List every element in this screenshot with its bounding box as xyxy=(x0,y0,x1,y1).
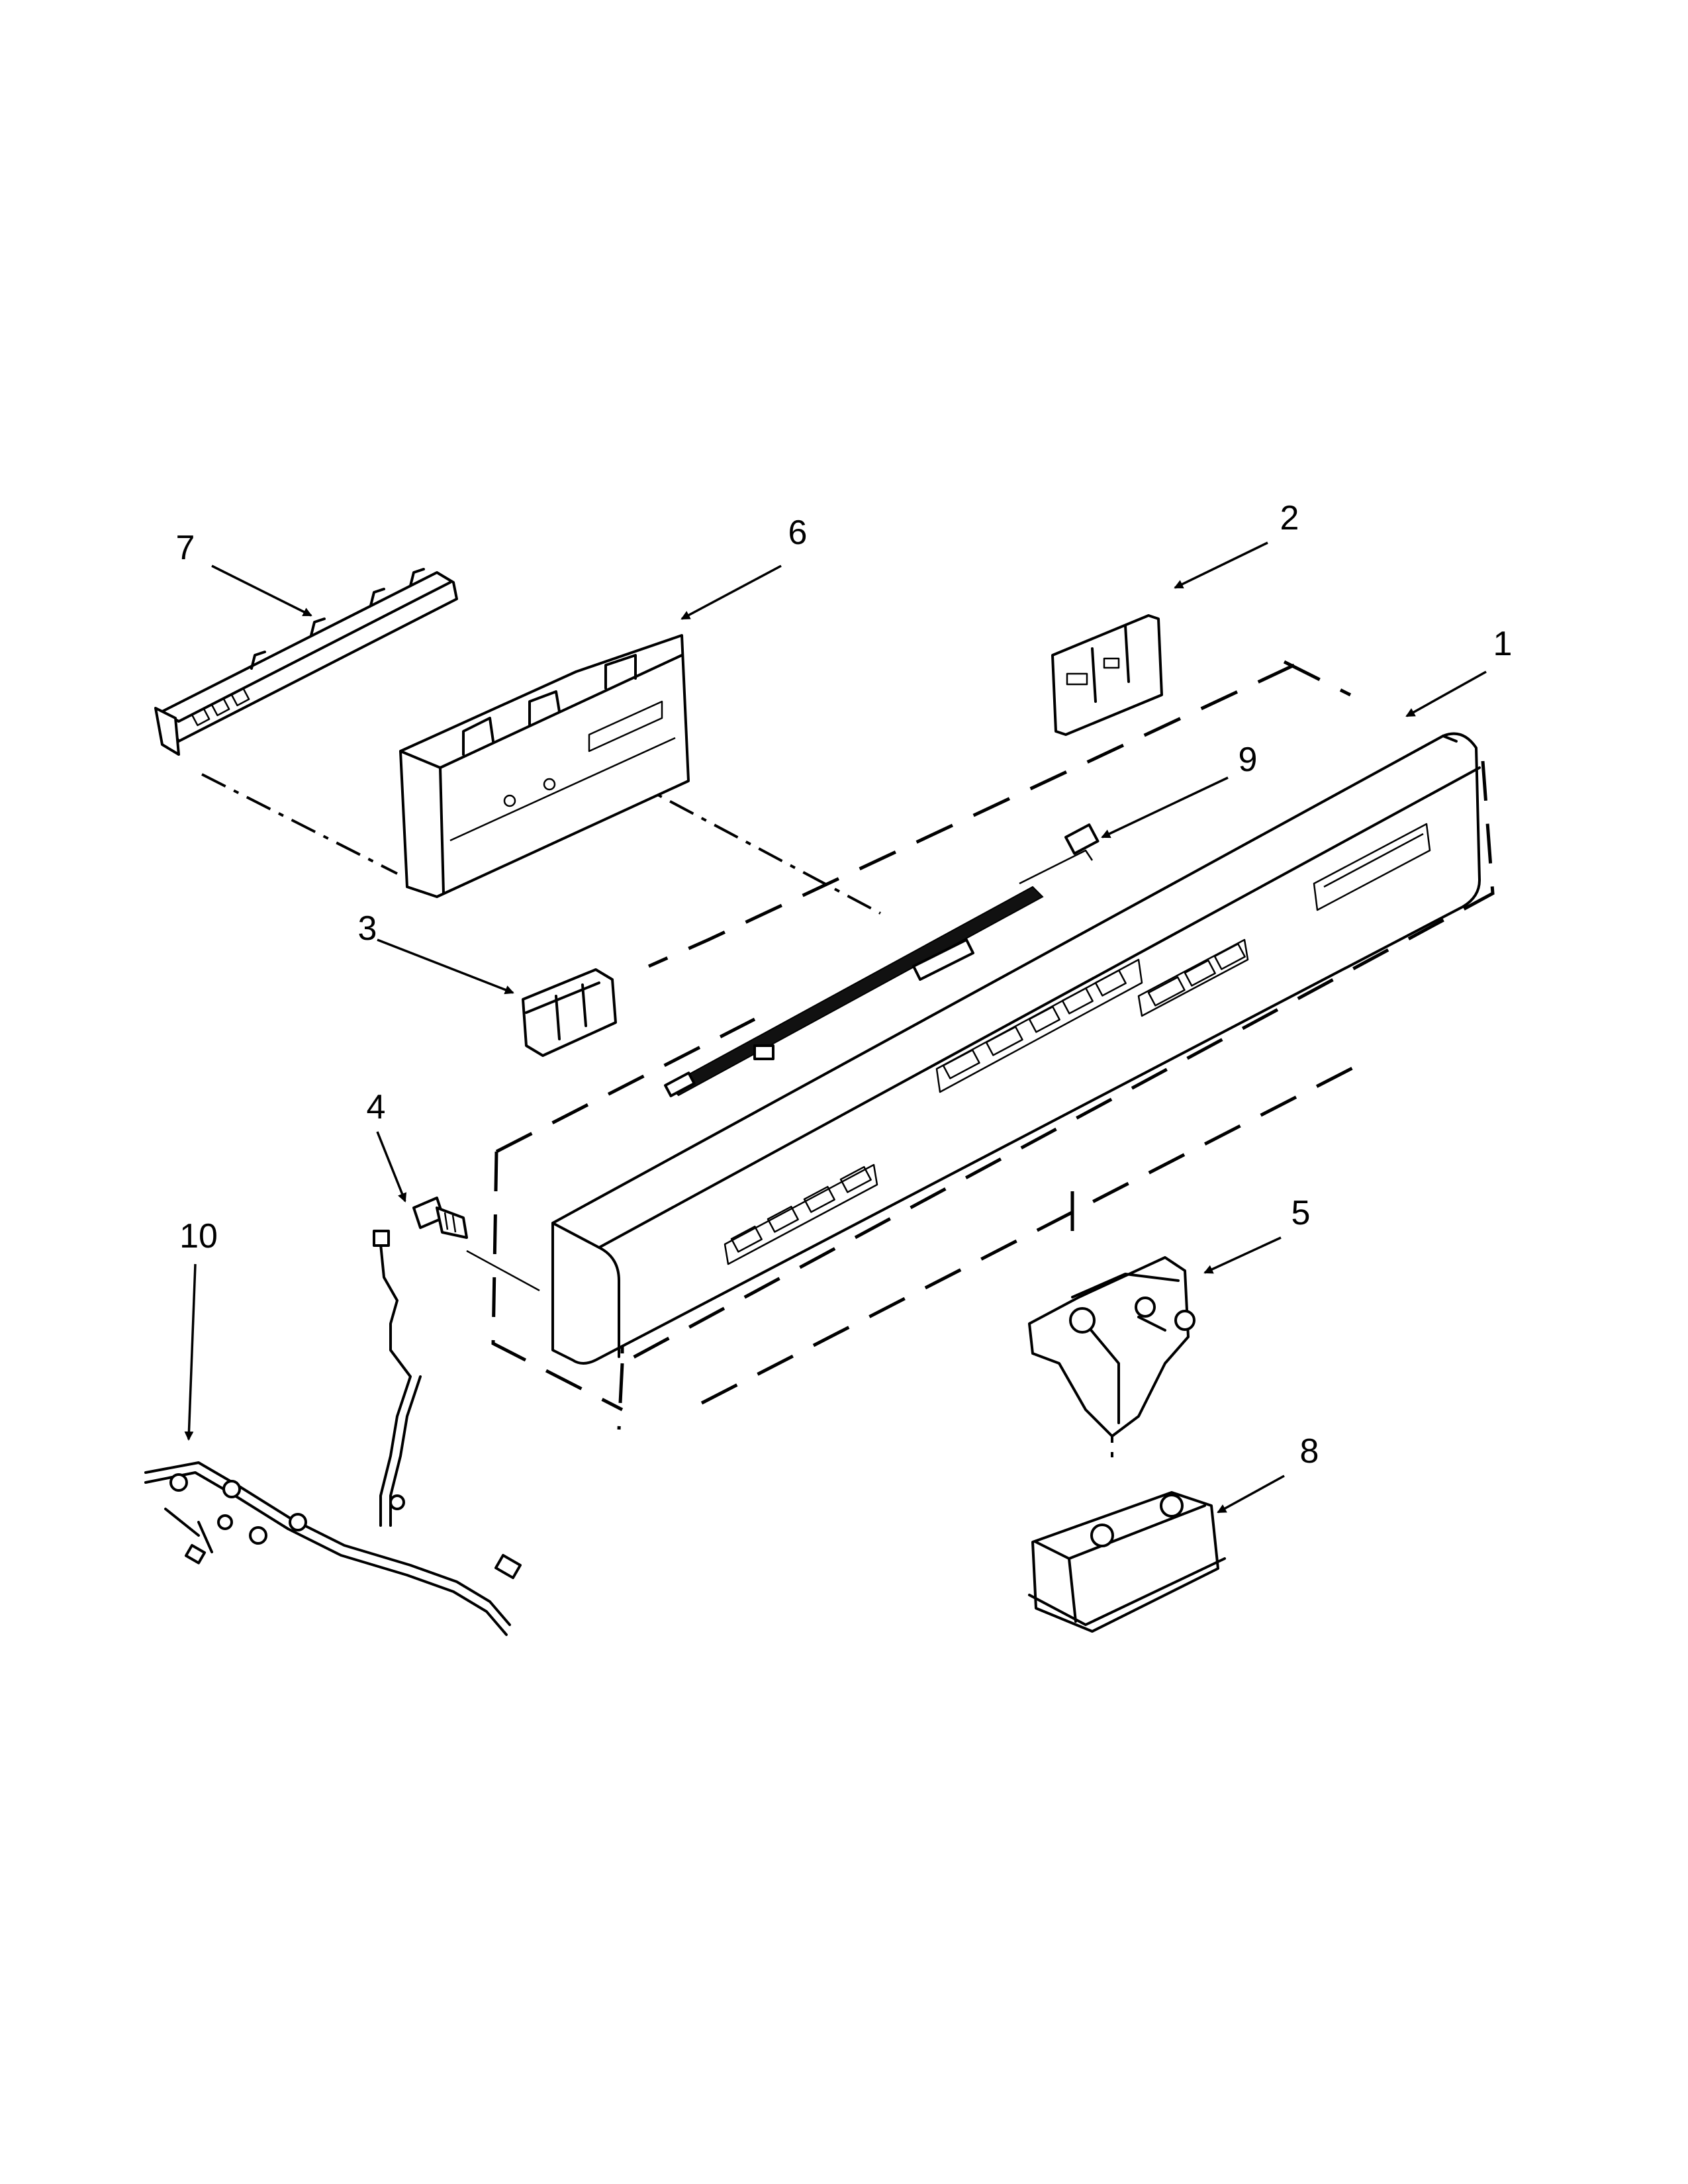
callout-9: 9 xyxy=(1239,741,1258,779)
leader-arrows xyxy=(184,541,1487,1514)
control-panel-part-1 xyxy=(551,732,1481,1365)
control-board-part-6 xyxy=(399,634,690,898)
wire-harness-part-10 xyxy=(144,1230,522,1636)
callout-3: 3 xyxy=(358,909,377,948)
callout-5: 5 xyxy=(1291,1194,1311,1232)
callout-2: 2 xyxy=(1280,499,1299,537)
clip-part-3 xyxy=(522,968,617,1057)
latch-part-5 xyxy=(1028,1256,1196,1437)
button-group-middle xyxy=(935,958,1143,1093)
screw-part-4 xyxy=(412,1197,468,1239)
callout-7: 7 xyxy=(176,529,195,567)
rail-part-7 xyxy=(154,568,458,756)
button-group-left xyxy=(724,1163,878,1265)
ribbon-cable-part-9 xyxy=(663,823,1100,1097)
bracket-part-2 xyxy=(1051,614,1163,736)
callout-1: 1 xyxy=(1493,625,1513,663)
latch-housing-part-8 xyxy=(1028,1491,1226,1633)
button-group-right xyxy=(1137,938,1249,1017)
callout-4: 4 xyxy=(367,1088,386,1126)
callout-labels: 1 2 3 4 5 6 7 8 9 10 xyxy=(176,499,1513,1471)
callout-6: 6 xyxy=(788,514,808,552)
callout-8: 8 xyxy=(1300,1432,1319,1471)
callout-10: 10 xyxy=(179,1217,218,1255)
